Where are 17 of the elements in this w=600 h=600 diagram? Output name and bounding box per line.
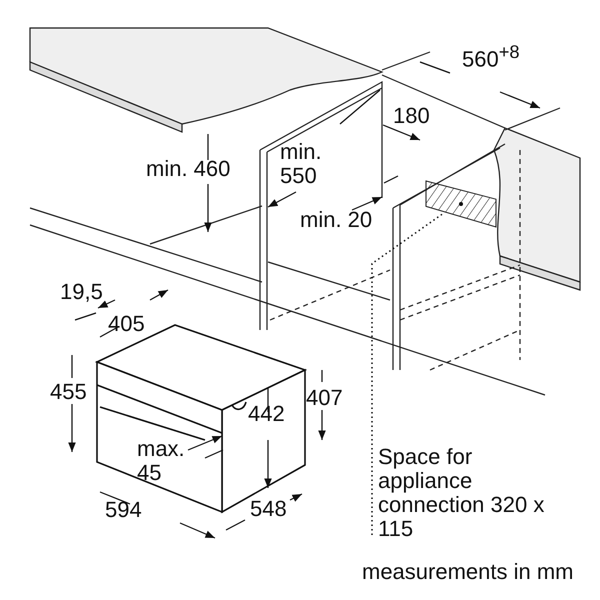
- dimension-label: 594: [105, 498, 142, 522]
- dimension-label: min. 460: [146, 157, 230, 181]
- dimension-label: 455: [50, 380, 87, 404]
- dimension-label: 19,5: [60, 280, 103, 304]
- dimension-label: min. 20: [300, 208, 372, 232]
- dimension-label: 442: [248, 402, 285, 426]
- dimension-label: 407: [306, 386, 343, 410]
- units-note: measurements in mm: [362, 560, 574, 584]
- dimension-label: max. 45: [137, 437, 186, 485]
- dimension-label: 180: [393, 104, 430, 128]
- leader-line: [371, 212, 444, 535]
- dimension-label: min. 550: [280, 140, 323, 188]
- dimension-label: 405: [108, 312, 145, 336]
- note-text: Space for appliance connection 320 x 115: [378, 445, 558, 545]
- hatched-area: [425, 180, 497, 228]
- dimension-label: 548: [250, 497, 287, 521]
- dimension-label: 560$^{+8}$: [462, 40, 520, 72]
